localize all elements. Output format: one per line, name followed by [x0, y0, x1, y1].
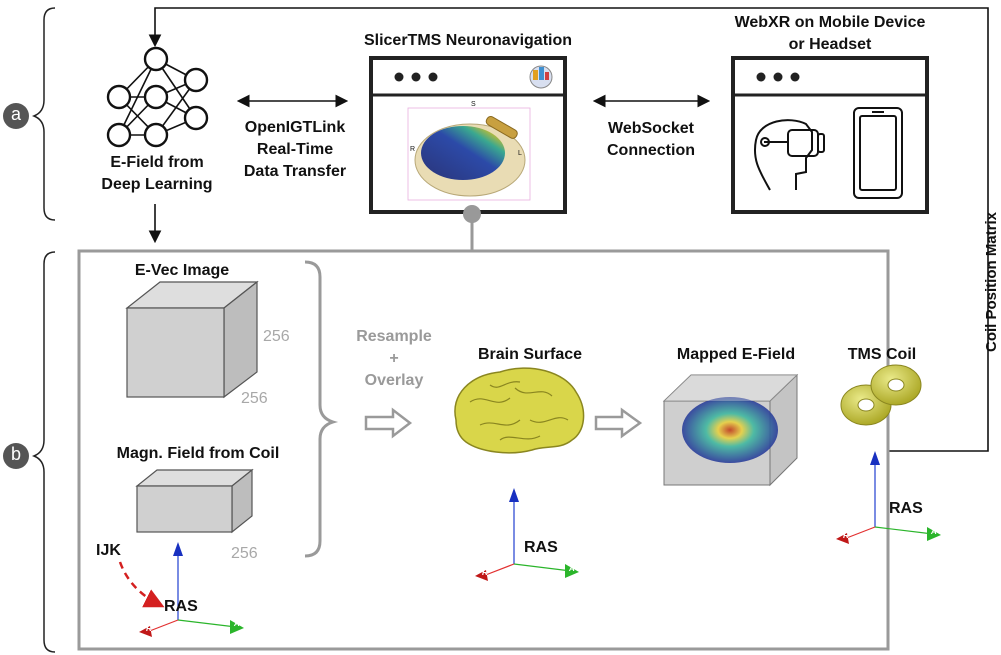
axis-a-brain: A: [569, 564, 575, 573]
brace-b: [31, 251, 56, 653]
axis-a-left: A: [234, 619, 240, 628]
badge-b-circle: [3, 443, 29, 469]
slicer-view-label-l: L: [518, 150, 522, 157]
openigtlink-label: OpenIGTLink Real-Time Data Transfer: [225, 117, 365, 183]
resample-line2: +: [389, 350, 399, 367]
axis-a-coil: A: [931, 527, 937, 536]
input-bracket: [304, 260, 339, 558]
resample-line3: Overlay: [364, 372, 424, 389]
ras-label-brain: RAS: [524, 539, 558, 556]
webxr-title-line1: WebXR on Mobile Device: [734, 14, 926, 31]
openigtlink-line1: OpenIGTLink: [244, 119, 346, 136]
axes-coil: [836, 451, 941, 544]
slicer-view-label-s: S: [471, 101, 476, 108]
openigtlink-line3: Data Transfer: [243, 163, 347, 180]
ras-label-left: RAS: [164, 598, 198, 615]
coil-matrix-loop: [148, 7, 989, 452]
axis-r-left: R: [146, 624, 152, 633]
map-arrow: [594, 407, 643, 439]
webxr-window: [731, 56, 929, 214]
evec-title: E-Vec Image: [134, 262, 230, 279]
webxr-title-line2: or Headset: [788, 36, 872, 53]
ijk-to-ras-arrow: [118, 561, 165, 608]
deep-learning-label-line1: E-Field from: [110, 154, 204, 171]
resample-arrow: [364, 407, 413, 439]
resample-line1: Resample: [356, 328, 432, 345]
evec-dim-bottom: 256: [241, 390, 268, 407]
brace-a: [31, 7, 56, 221]
badge-a-circle: [3, 103, 29, 129]
brain-surface-title: Brain Surface: [477, 346, 583, 363]
axis-s-coil: S: [879, 447, 885, 456]
slicer-view-label-r: R: [410, 146, 416, 153]
mapped-efield-render: [662, 373, 799, 487]
evec-dim-right: 256: [263, 328, 290, 345]
vr-headset-icon: [754, 119, 825, 191]
magn-title: Magn. Field from Coil: [116, 445, 280, 462]
axis-s-left: S: [182, 538, 188, 547]
ras-label-coil: RAS: [889, 500, 923, 517]
coil-position-matrix-label: Coil Position Matrix: [983, 212, 1000, 353]
badge-b: b: [10, 444, 21, 464]
badge-a: a: [10, 104, 21, 124]
slicer-window: [369, 56, 567, 214]
smartphone-icon: [853, 107, 903, 199]
deep-learning-label-line2: Deep Learning: [101, 176, 213, 193]
neural-network-icon: [106, 46, 209, 148]
tms-coil-render: [840, 364, 922, 426]
webxr-title: WebXR on Mobile Device or Headset: [716, 12, 944, 56]
brain-surface-render: [454, 367, 585, 454]
axes-brain: [475, 488, 579, 581]
axes-left: [139, 542, 244, 637]
evec-cube: [125, 280, 259, 399]
axis-r-brain: R: [482, 568, 488, 577]
slicer-title: SlicerTMS Neuronavigation: [363, 32, 573, 49]
resample-label: Resample + Overlay: [342, 326, 446, 392]
openigtlink-line2: Real-Time: [256, 141, 334, 158]
axis-r-coil: R: [843, 531, 849, 540]
slicer-connector-dot: [463, 205, 481, 223]
magn-dim-bottom: 256: [231, 545, 258, 562]
websocket-line2: Connection: [607, 142, 695, 159]
websocket-line1: WebSocket: [608, 120, 694, 137]
magn-cube: [135, 468, 254, 534]
websocket-label: WebSocket Connection: [586, 118, 716, 162]
tms-coil-title: TMS Coil: [847, 346, 917, 363]
ijk-label: IJK: [96, 542, 121, 559]
mapped-efield-title: Mapped E-Field: [676, 346, 796, 363]
axis-s-brain: S: [518, 484, 524, 493]
deep-learning-label: E-Field from Deep Learning: [92, 152, 222, 196]
